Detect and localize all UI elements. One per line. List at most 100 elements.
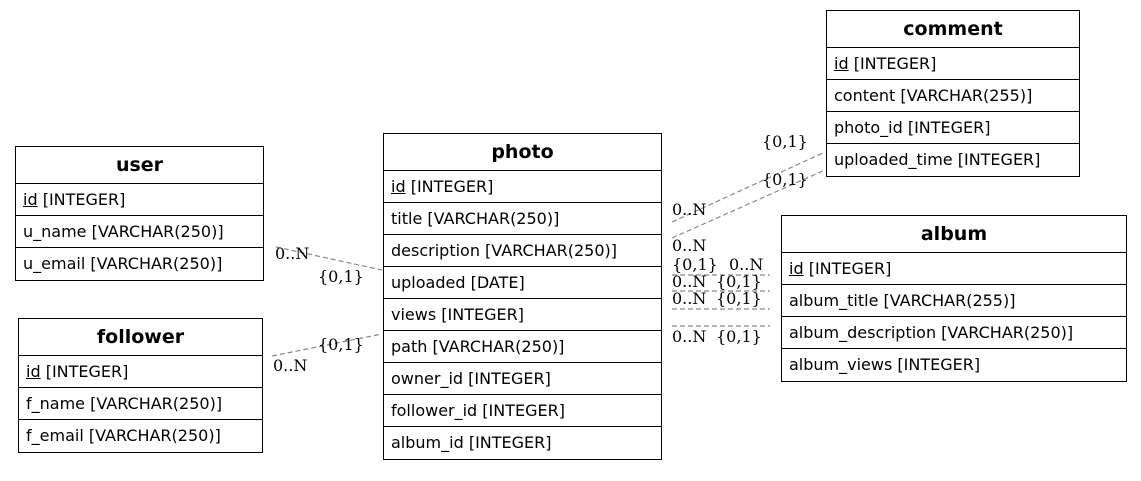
field-type: [VARCHAR(250)]	[86, 222, 224, 241]
field-type: [INTEGER]	[463, 369, 551, 388]
cardinality-label: 0..N	[672, 236, 706, 255]
field-name: album_views	[789, 355, 893, 374]
field-row[interactable]: id [INTEGER]	[19, 356, 262, 388]
field-name: uploaded_time	[834, 150, 953, 169]
field-row[interactable]: content [VARCHAR(255)]	[827, 80, 1079, 112]
cardinality-label: 0..N	[273, 356, 307, 375]
cardinality-label: {0,1}	[716, 327, 762, 346]
entity-user[interactable]: user id [INTEGER] u_name [VARCHAR(250)] …	[15, 146, 264, 281]
field-row[interactable]: photo_id [INTEGER]	[827, 112, 1079, 144]
field-row[interactable]: uploaded [DATE]	[384, 267, 661, 299]
entity-title: comment	[827, 11, 1079, 48]
field-row[interactable]: album_id [INTEGER]	[384, 427, 661, 459]
field-row[interactable]: uploaded_time [INTEGER]	[827, 144, 1079, 176]
field-row[interactable]: owner_id [INTEGER]	[384, 363, 661, 395]
field-name: id	[789, 259, 804, 278]
field-type: [INTEGER]	[463, 433, 552, 452]
field-type: [INTEGER]	[892, 355, 981, 374]
field-row[interactable]: follower_id [INTEGER]	[384, 395, 661, 427]
field-name: owner_id	[391, 369, 464, 388]
field-name: description	[391, 241, 480, 260]
field-name: album_description	[789, 323, 937, 342]
field-type: [VARCHAR(250)]	[85, 394, 223, 413]
field-row[interactable]: views [INTEGER]	[384, 299, 661, 331]
field-type: [VARCHAR(255)]	[878, 291, 1016, 310]
field-row[interactable]: album_title [VARCHAR(255)]	[782, 285, 1126, 317]
cardinality-label: 0..N	[672, 200, 706, 219]
field-type: [INTEGER]	[436, 305, 524, 324]
cardinality-label: {0,1}	[318, 335, 364, 354]
field-type: [DATE]	[465, 273, 525, 292]
field-name: f_name	[26, 394, 86, 413]
field-type: [INTEGER]	[405, 177, 494, 196]
field-name: album_title	[789, 291, 879, 310]
field-row[interactable]: album_description [VARCHAR(250)]	[782, 317, 1126, 349]
field-name: album_id	[391, 433, 464, 452]
field-name: id	[834, 54, 849, 73]
entity-follower[interactable]: follower id [INTEGER] f_name [VARCHAR(25…	[18, 318, 263, 453]
field-type: [INTEGER]	[477, 401, 565, 420]
field-row[interactable]: id [INTEGER]	[384, 171, 661, 203]
field-name: title	[391, 209, 423, 228]
field-row[interactable]: u_name [VARCHAR(250)]	[16, 216, 263, 248]
entity-comment[interactable]: comment id [INTEGER] content [VARCHAR(25…	[826, 10, 1080, 177]
field-row[interactable]: id [INTEGER]	[827, 48, 1079, 80]
field-name: follower_id	[391, 401, 478, 420]
field-row[interactable]: u_email [VARCHAR(250)]	[16, 248, 263, 280]
field-row[interactable]: f_name [VARCHAR(250)]	[19, 388, 262, 420]
cardinality-label: {0,1}	[318, 267, 364, 286]
field-type: [VARCHAR(255)]	[895, 86, 1033, 105]
field-row[interactable]: id [INTEGER]	[16, 184, 263, 216]
field-name: path	[391, 337, 428, 356]
field-name: id	[26, 362, 41, 381]
edge-user-photo	[275, 246, 383, 271]
edge-photo-comment-2	[671, 169, 826, 239]
cardinality-label: {0,1}	[762, 170, 808, 189]
field-name: views	[391, 305, 437, 324]
field-type: [INTEGER]	[848, 54, 937, 73]
field-type: [VARCHAR(250)]	[427, 337, 565, 356]
cardinality-label: {0,1}	[672, 255, 718, 274]
field-row[interactable]: path [VARCHAR(250)]	[384, 331, 661, 363]
field-name: photo_id	[834, 118, 903, 137]
field-type: [INTEGER]	[40, 362, 129, 381]
field-type: [VARCHAR(250)]	[479, 241, 618, 260]
field-type: [INTEGER]	[37, 190, 126, 209]
field-name: content	[834, 86, 896, 105]
field-type: [VARCHAR(250)]	[422, 209, 560, 228]
field-type: [INTEGER]	[902, 118, 991, 137]
cardinality-label: 0..N	[729, 255, 763, 274]
field-row[interactable]: album_views [INTEGER]	[782, 349, 1126, 381]
field-type: [VARCHAR(250)]	[83, 426, 221, 445]
field-name: id	[391, 177, 406, 196]
field-row[interactable]: title [VARCHAR(250)]	[384, 203, 661, 235]
field-name: u_email	[23, 254, 86, 273]
entity-album[interactable]: album id [INTEGER] album_title [VARCHAR(…	[781, 215, 1127, 382]
field-type: [INTEGER]	[952, 150, 1041, 169]
field-type: [INTEGER]	[803, 259, 892, 278]
field-row[interactable]: id [INTEGER]	[782, 253, 1126, 285]
cardinality-label: 0..N	[275, 244, 309, 263]
cardinality-label: {0,1}	[716, 272, 762, 291]
field-name: u_name	[23, 222, 87, 241]
entity-title: photo	[384, 134, 661, 171]
edge-follower-photo	[271, 333, 383, 357]
field-name: f_email	[26, 426, 84, 445]
cardinality-label: {0,1}	[716, 289, 762, 308]
edge-photo-comment-1	[671, 151, 826, 223]
field-row[interactable]: description [VARCHAR(250)]	[384, 235, 661, 267]
field-name: uploaded	[391, 273, 466, 292]
field-name: id	[23, 190, 38, 209]
cardinality-label: {0,1}	[762, 132, 808, 151]
entity-title: user	[16, 147, 263, 184]
field-row[interactable]: f_email [VARCHAR(250)]	[19, 420, 262, 452]
cardinality-label: 0..N	[672, 327, 706, 346]
field-type: [VARCHAR(250)]	[85, 254, 223, 273]
field-type: [VARCHAR(250)]	[936, 323, 1074, 342]
cardinality-label: 0..N	[672, 289, 706, 308]
entity-photo[interactable]: photo id [INTEGER] title [VARCHAR(250)] …	[383, 133, 662, 460]
entity-title: follower	[19, 319, 262, 356]
entity-title: album	[782, 216, 1126, 253]
cardinality-label: 0..N	[672, 272, 706, 291]
